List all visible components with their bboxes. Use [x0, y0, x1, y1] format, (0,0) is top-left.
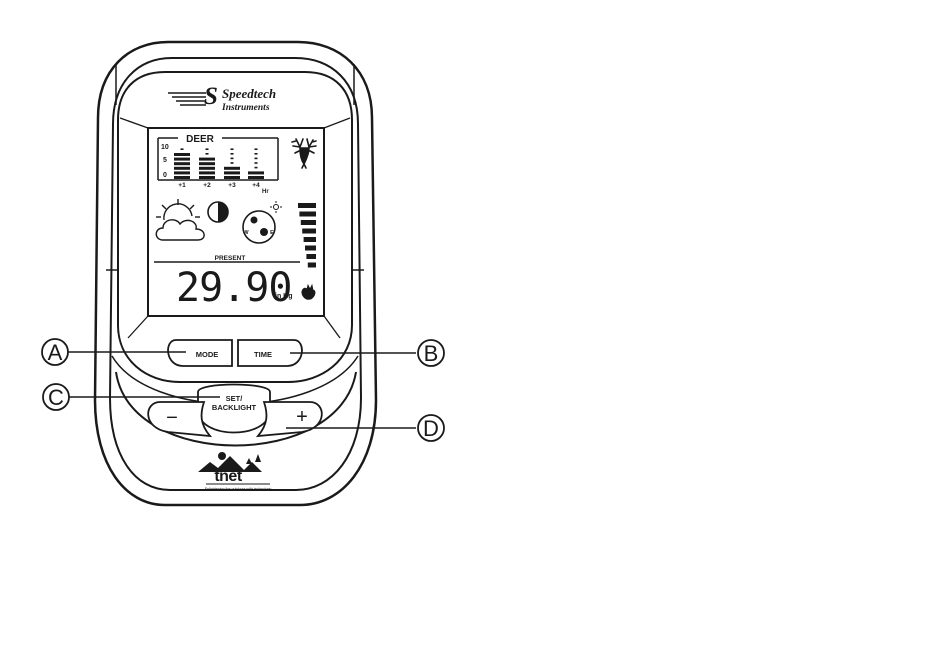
brand-subtitle: Instruments [221, 103, 270, 113]
activity-tick [206, 148, 209, 150]
pressure-trend-segment [305, 246, 316, 251]
activity-tick [255, 167, 258, 169]
pressure-readout: 29.90 [176, 265, 291, 311]
lcd-screen: DEER 10 5 0 +1 +2 +3 +4 Hr [148, 128, 324, 316]
activity-segment [199, 171, 215, 174]
activity-tick [206, 153, 209, 155]
hour-label-4: +4 [252, 182, 260, 189]
activity-tick [255, 162, 258, 164]
activity-segment [199, 176, 215, 179]
pressure-trend-segment [304, 237, 316, 242]
scale-label-high: 10 [161, 144, 169, 151]
set-label: SET/ [226, 394, 244, 403]
moon-phase-icon [208, 202, 228, 222]
callout-a: A [42, 339, 68, 365]
pressure-trend-segment [299, 212, 316, 217]
activity-segment [224, 176, 240, 179]
activity-segment [174, 153, 190, 156]
activity-tick [231, 162, 234, 164]
scale-label-mid: 5 [163, 157, 167, 164]
hour-label-1: +1 [178, 182, 186, 189]
brand-initial: S [204, 83, 218, 110]
moon-position-dot [260, 228, 268, 236]
compass-east-label: E [270, 230, 274, 236]
present-label: PRESENT [215, 255, 246, 262]
scale-label-low: 0 [163, 172, 167, 179]
mode-button[interactable]: MODE [168, 340, 232, 366]
activity-tick [255, 158, 258, 160]
callout-b: B [418, 340, 444, 366]
hour-label-3: +3 [228, 182, 236, 189]
pressure-trend-segment [301, 220, 316, 225]
mode-button-label: MODE [196, 350, 219, 359]
activity-segment [224, 167, 240, 170]
callout-d-label: D [423, 416, 439, 441]
callout-c: C [43, 384, 69, 410]
activity-tick [255, 148, 258, 150]
hour-label-2: +2 [203, 182, 211, 189]
activity-segment [199, 167, 215, 170]
callout-b-label: B [424, 341, 439, 366]
activity-tick [255, 153, 258, 155]
activity-segment [224, 171, 240, 174]
activity-segment [248, 171, 264, 174]
activity-segment [248, 176, 264, 179]
pressure-trend-segment [308, 263, 316, 268]
minus-button-label: − [166, 407, 178, 429]
sun-position-dot [251, 217, 258, 224]
species-title: DEER [186, 134, 215, 145]
activity-segment [174, 167, 190, 170]
backlight-label: BACKLIGHT [212, 403, 257, 412]
footer-logo-tagline: Enlightening the outdoors with technolog… [205, 487, 272, 491]
pressure-trend-segment [298, 203, 316, 208]
callout-a-label: A [48, 340, 63, 365]
activity-tick [181, 148, 184, 150]
activity-segment [174, 176, 190, 179]
pressure-unit: in Hg [275, 293, 293, 300]
set-backlight-button[interactable]: SET/ BACKLIGHT [198, 385, 270, 433]
pressure-trend-segment [306, 254, 316, 259]
activity-segment [199, 162, 215, 165]
activity-tick [231, 158, 234, 160]
activity-segment [174, 158, 190, 161]
callout-d: D [418, 415, 444, 441]
time-button-label: TIME [254, 350, 272, 359]
callout-c-label: C [48, 385, 64, 410]
activity-segment [199, 158, 215, 161]
brand-name: Speedtech [222, 86, 276, 101]
activity-segment [174, 171, 190, 174]
activity-tick [231, 148, 234, 150]
hour-unit: Hr [262, 189, 269, 195]
activity-segment [174, 162, 190, 165]
pressure-trend-segment [302, 229, 316, 234]
compass-west-label: W [243, 230, 249, 236]
activity-tick [231, 153, 234, 155]
plus-button-label: + [296, 406, 308, 428]
footer-logo-name: tnet [214, 468, 243, 485]
